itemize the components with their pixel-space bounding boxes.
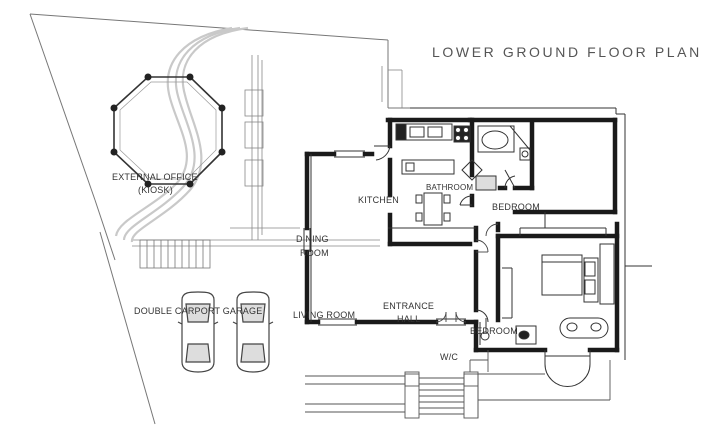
label-external-office: EXTERNAL OFFICE xyxy=(112,172,198,182)
label-entrance-line2: HALL xyxy=(397,314,421,324)
bedroom-furniture xyxy=(541,243,615,387)
kiosk-octagon xyxy=(110,73,226,188)
terrace-lines xyxy=(132,55,403,247)
terrace-steps xyxy=(139,239,211,269)
label-bathroom-top: BATHROOM xyxy=(426,183,474,192)
inner-lines xyxy=(303,107,652,360)
site-boundary xyxy=(29,13,410,425)
label-dining-line1: DINING xyxy=(296,234,329,244)
label-wc: W/C xyxy=(440,352,459,362)
bathroom-fixtures xyxy=(461,125,531,191)
plan-title: LOWER GROUND FLOOR PLAN xyxy=(432,44,702,60)
wc-fixtures xyxy=(475,309,537,345)
door-swings xyxy=(435,223,499,323)
house-walls xyxy=(304,117,620,353)
car-right xyxy=(232,291,274,373)
label-bedroom-top: BEDROOM xyxy=(492,202,540,212)
entrance-stairs xyxy=(305,350,611,419)
label-dining-line2: ROOM xyxy=(300,248,329,258)
label-living-room: LIVING ROOM xyxy=(293,310,356,320)
kitchen-fixtures xyxy=(374,123,473,226)
label-entrance-line1: ENTRANCE xyxy=(383,301,435,311)
label-kiosk: (KIOSK) xyxy=(138,185,173,195)
label-kitchen: KITCHEN xyxy=(358,195,399,205)
label-carport: DOUBLE CARPORT GARAGE xyxy=(134,306,263,316)
garden-path xyxy=(114,26,249,243)
car-left xyxy=(177,291,219,373)
label-bedroom-bottom: BEDROOM xyxy=(470,326,518,336)
